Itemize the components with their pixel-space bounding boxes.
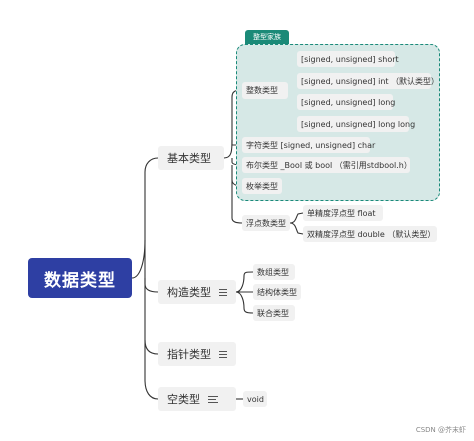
node-pointer-types[interactable]: 指针类型 bbox=[158, 342, 236, 366]
node-label: 构造类型 bbox=[167, 286, 211, 299]
root-node[interactable]: 数据类型 bbox=[28, 258, 132, 298]
node-long-long[interactable]: [signed, unsigned] long long bbox=[297, 116, 415, 132]
node-float-types[interactable]: 浮点数类型 bbox=[242, 215, 290, 231]
node-label: 基本类型 bbox=[167, 152, 211, 165]
note-icon bbox=[219, 287, 227, 298]
node-union-type[interactable]: 联合类型 bbox=[253, 305, 295, 321]
node-constructed-types[interactable]: 构造类型 bbox=[158, 280, 236, 304]
note-icon bbox=[208, 394, 218, 405]
group-tag: 整型家族 bbox=[245, 30, 289, 44]
node-bool-type[interactable]: 布尔类型 _Bool 或 bool （需引用stdbool.h） bbox=[242, 157, 412, 173]
node-long[interactable]: [signed, unsigned] long bbox=[297, 94, 395, 110]
node-void[interactable]: void bbox=[243, 391, 267, 407]
node-int[interactable]: [signed, unsigned] int （默认类型） bbox=[297, 73, 439, 89]
node-double[interactable]: 双精度浮点型 double （默认类型） bbox=[303, 226, 437, 242]
node-enum-type[interactable]: 枚举类型 bbox=[242, 178, 282, 194]
node-label: 空类型 bbox=[167, 393, 200, 406]
node-integer-types[interactable]: 整数类型 bbox=[242, 82, 288, 99]
watermark: CSDN @芥末虾 bbox=[415, 426, 466, 434]
node-array-type[interactable]: 数组类型 bbox=[253, 264, 295, 280]
node-label: 指针类型 bbox=[167, 348, 211, 361]
node-struct-type[interactable]: 结构体类型 bbox=[253, 284, 301, 300]
note-icon bbox=[219, 349, 227, 360]
node-short[interactable]: [signed, unsigned] short bbox=[297, 51, 399, 67]
node-basic-types[interactable]: 基本类型 bbox=[158, 146, 224, 170]
node-float[interactable]: 单精度浮点型 float bbox=[303, 205, 383, 221]
node-char-type[interactable]: 字符类型 [signed, unsigned] char bbox=[242, 137, 375, 153]
node-void-types[interactable]: 空类型 bbox=[158, 387, 236, 411]
